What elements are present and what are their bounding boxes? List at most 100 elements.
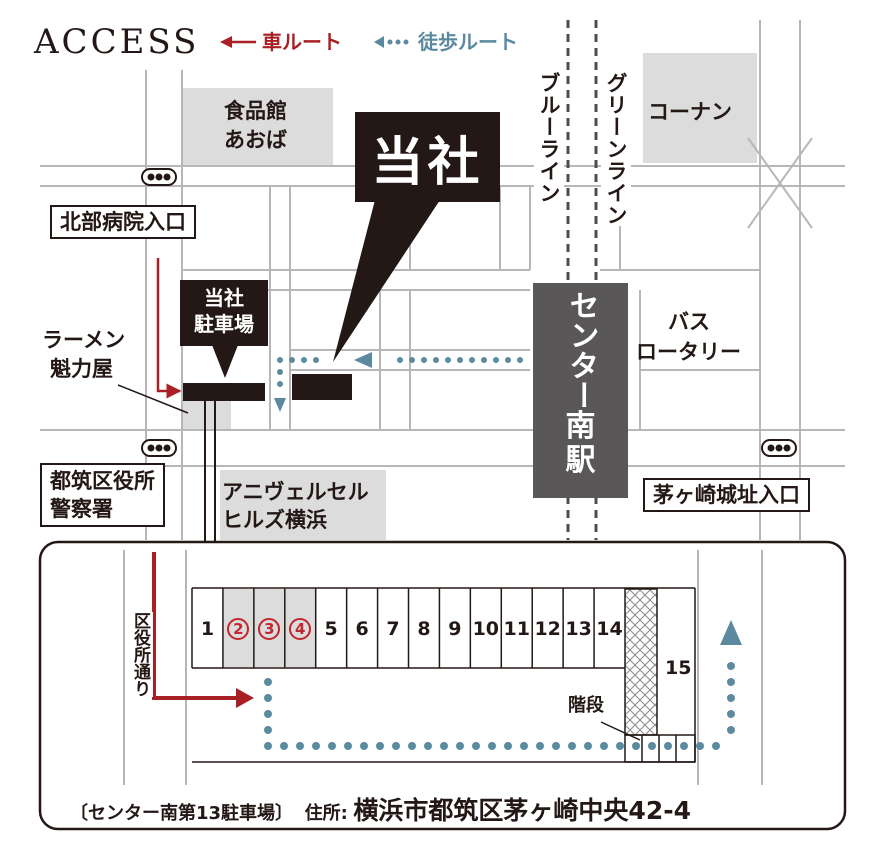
landmark-ramen-1: ラーメン bbox=[42, 328, 126, 352]
walk-route-dot bbox=[280, 742, 288, 750]
landmark-konan: コーナン bbox=[648, 100, 732, 124]
landmark-ramen-2: 魁力屋 bbox=[50, 357, 113, 381]
rail-green-line: グリーンライン bbox=[601, 72, 631, 226]
car-route-legend: 車ルート bbox=[262, 30, 342, 54]
walk-route-dot bbox=[440, 742, 448, 750]
walk-route-dot bbox=[712, 742, 720, 750]
walk-route-dot bbox=[424, 742, 432, 750]
parking-stall: 7 bbox=[386, 618, 400, 640]
walk-route-dot bbox=[344, 742, 352, 750]
walk-route-dot bbox=[312, 742, 320, 750]
intersection-tsuzuki-1: 都筑区役所 bbox=[50, 469, 155, 493]
walk-route-dot bbox=[600, 742, 608, 750]
walk-route-dot bbox=[264, 726, 272, 734]
walk-route-dot bbox=[552, 742, 560, 750]
walk-route-dot bbox=[376, 742, 384, 750]
company-building bbox=[292, 374, 352, 400]
stall-number-circled: 3 bbox=[258, 618, 281, 640]
walk-route-dot bbox=[536, 742, 544, 750]
walk-route-dot bbox=[296, 742, 304, 750]
access-title: ACCESS bbox=[34, 22, 200, 62]
company-parking-callout: 当社 駐車場 bbox=[180, 280, 268, 346]
parking-stall: 8 bbox=[417, 618, 431, 640]
walk-route-dot bbox=[504, 742, 512, 750]
parking-stall: 2 bbox=[223, 590, 254, 668]
landmark-shokuhinkan-2: あおば bbox=[224, 128, 287, 152]
landmark-aniverse-1: アニヴェルセル bbox=[222, 480, 369, 504]
walk-route-dot bbox=[264, 678, 272, 686]
parking-stall: 4 bbox=[285, 590, 316, 668]
station-label-1: センター bbox=[563, 290, 599, 410]
block-aniverse bbox=[220, 470, 386, 540]
parking-stall: 6 bbox=[355, 618, 369, 640]
walk-route-dot bbox=[664, 742, 672, 750]
walk-route-dot bbox=[584, 742, 592, 750]
stall-number-circled: 2 bbox=[227, 618, 250, 640]
rail-blue-line: ブルーライン bbox=[534, 72, 564, 204]
intersection-tsuzuki-2: 警察署 bbox=[50, 497, 113, 521]
intersection-hokubu: 北部病院入口 bbox=[50, 205, 196, 239]
parking-stall: 10 bbox=[472, 618, 500, 640]
walk-route-dot bbox=[264, 694, 272, 702]
parking-stall: 9 bbox=[448, 618, 462, 640]
landmark-aniverse-2: ヒルズ横浜 bbox=[222, 508, 327, 532]
parking-stall: 5 bbox=[324, 618, 338, 640]
parking-stall: 1 bbox=[200, 618, 215, 640]
intersection-chigasaki: 茅ヶ崎城址入口 bbox=[643, 478, 810, 512]
station-block bbox=[533, 283, 628, 498]
walk-route-dot bbox=[727, 726, 735, 734]
walk-route-dot bbox=[680, 742, 688, 750]
parking-stall: 11 bbox=[503, 618, 530, 640]
traffic-signal-icons bbox=[141, 168, 797, 457]
walk-route-dot bbox=[727, 662, 735, 670]
car-route-map bbox=[156, 258, 182, 399]
walk-route-dot bbox=[616, 742, 624, 750]
walk-route-dot bbox=[408, 742, 416, 750]
walk-route-dot bbox=[696, 742, 704, 750]
company-label: 当社 bbox=[371, 132, 484, 193]
stall-number-circled: 4 bbox=[289, 618, 312, 640]
intersection-tsuzuki: 都筑区役所 警察署 bbox=[40, 463, 165, 527]
address-line: 〔センター南第13駐車場〕 住所: 横浜市都筑区茅ヶ崎中央42-4 bbox=[70, 791, 691, 827]
landmark-bus-1: バス bbox=[668, 310, 710, 334]
parking-name: 〔センター南第13駐車場〕 bbox=[70, 803, 294, 824]
parking-stall: 14 bbox=[596, 618, 623, 640]
block-shokuhinkan bbox=[183, 88, 333, 166]
walk-route-dot bbox=[727, 710, 735, 718]
walk-route-dot bbox=[472, 742, 480, 750]
company-parking-lot bbox=[183, 383, 265, 401]
walk-route-dot bbox=[727, 694, 735, 702]
station-label-2: 南 bbox=[565, 409, 596, 444]
walk-route-dot bbox=[264, 742, 272, 750]
walk-route-legend: 徒歩ルート bbox=[418, 30, 518, 54]
company-callout: 当社 bbox=[355, 112, 500, 202]
walk-route-dot bbox=[328, 742, 336, 750]
address: 横浜市都筑区茅ヶ崎中央42-4 bbox=[353, 796, 691, 825]
parking-stall: 3 bbox=[254, 590, 285, 668]
stall-15: 15 bbox=[665, 657, 692, 679]
walk-route-dot bbox=[632, 742, 640, 750]
station-label-3: 駅 bbox=[565, 443, 596, 478]
walk-route-dot bbox=[520, 742, 528, 750]
parking-stall: 13 bbox=[565, 618, 592, 640]
stairs-label: 階段 bbox=[568, 695, 604, 716]
walk-route-dot bbox=[456, 742, 464, 750]
address-prefix: 住所: bbox=[304, 803, 348, 824]
walk-route-dot bbox=[568, 742, 576, 750]
walk-route-dot bbox=[488, 742, 496, 750]
landmark-bus-2: ロータリー bbox=[636, 340, 741, 364]
walk-route-dot bbox=[727, 678, 735, 686]
detail-panel bbox=[38, 540, 847, 831]
parking-stall: 12 bbox=[534, 618, 561, 640]
walk-route-dot bbox=[648, 742, 656, 750]
street-label: 区役所通り bbox=[128, 612, 153, 697]
station-label: センター 南 駅 bbox=[533, 290, 628, 478]
company-parking-label-2: 駐車場 bbox=[194, 312, 254, 336]
car-route-panel bbox=[152, 552, 240, 700]
walk-route-dot bbox=[264, 710, 272, 718]
block-konan bbox=[643, 53, 757, 163]
company-callout-pointer bbox=[333, 200, 440, 362]
landmark-shokuhinkan-1: 食品館 bbox=[224, 99, 287, 123]
company-parking-label-1: 当社 bbox=[204, 286, 244, 310]
